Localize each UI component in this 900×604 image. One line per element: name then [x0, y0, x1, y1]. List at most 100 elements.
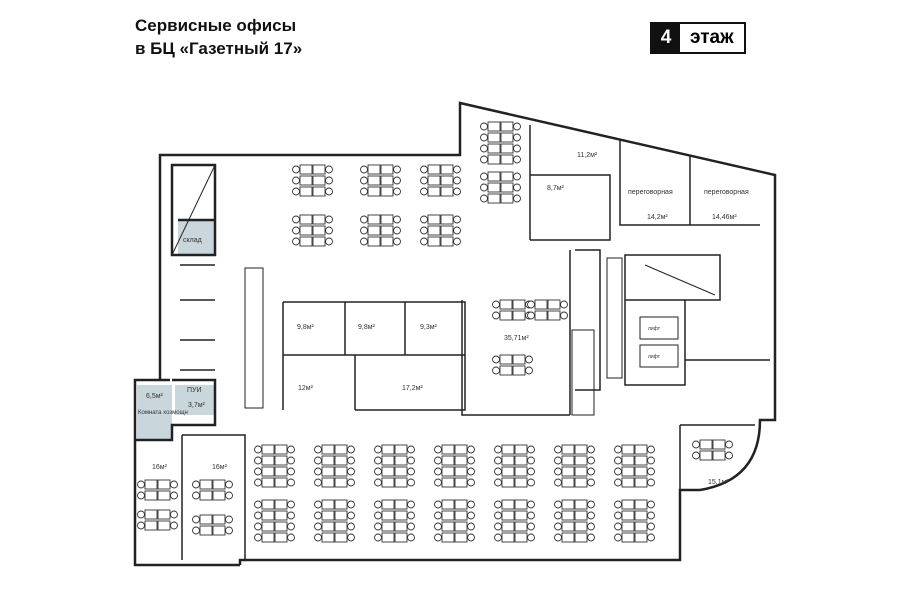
- chair: [374, 533, 382, 542]
- desk: [334, 477, 348, 488]
- chair: [434, 500, 442, 509]
- desk: [634, 521, 648, 532]
- desk: [500, 132, 514, 143]
- desk: [500, 193, 514, 204]
- chair: [393, 165, 401, 174]
- label-pui: ПУИ: [187, 387, 202, 394]
- chair: [254, 511, 262, 520]
- chair: [467, 456, 475, 465]
- desk: [547, 299, 561, 310]
- service-walls: [135, 378, 217, 442]
- desk: [487, 132, 501, 143]
- desk: [157, 479, 171, 490]
- desk: [514, 455, 528, 466]
- label-16-b: 16м²: [212, 464, 228, 471]
- chair: [170, 521, 178, 530]
- desk: [394, 521, 408, 532]
- chair: [292, 226, 300, 235]
- chair: [292, 165, 300, 174]
- desk: [561, 521, 575, 532]
- desk: [312, 214, 326, 225]
- chair: [494, 467, 502, 476]
- chair: [360, 176, 368, 185]
- desk: [634, 455, 648, 466]
- cleaning-room-fill: [137, 385, 172, 440]
- chair: [314, 445, 322, 454]
- desk: [441, 532, 455, 543]
- chair: [513, 133, 521, 142]
- desk: [574, 510, 588, 521]
- desk: [261, 444, 275, 455]
- kitchen-walls: [461, 249, 601, 416]
- desk: [499, 310, 513, 321]
- desk: [274, 444, 288, 455]
- desk: [394, 477, 408, 488]
- wc-walls: [180, 264, 215, 371]
- chair: [614, 456, 622, 465]
- chair: [725, 451, 733, 460]
- desk: [699, 439, 713, 450]
- desk: [574, 455, 588, 466]
- desk: [501, 444, 515, 455]
- chair: [513, 122, 521, 131]
- desk: [381, 499, 395, 510]
- chair: [192, 515, 200, 524]
- desk: [367, 214, 381, 225]
- chair: [325, 187, 333, 196]
- title-line-2: в БЦ «Газетный 17»: [135, 39, 303, 58]
- desk: [394, 532, 408, 543]
- chair: [374, 500, 382, 509]
- chair: [647, 467, 655, 476]
- desk: [501, 499, 515, 510]
- chair: [254, 445, 262, 454]
- chair: [527, 445, 535, 454]
- chair: [527, 311, 535, 320]
- desk: [561, 499, 575, 510]
- desk: [561, 455, 575, 466]
- chair: [554, 522, 562, 531]
- shaft-left: [244, 267, 264, 409]
- chair: [347, 511, 355, 520]
- desk: [381, 510, 395, 521]
- pui-room-fill: [175, 385, 215, 415]
- stair-rail: [171, 164, 216, 256]
- chair: [587, 467, 595, 476]
- desk: [441, 455, 455, 466]
- chair: [560, 300, 568, 309]
- desk: [212, 514, 226, 525]
- chair: [527, 300, 535, 309]
- chair: [647, 478, 655, 487]
- desk: [440, 164, 454, 175]
- label-9-3: 9,3м²: [420, 324, 438, 331]
- desk: [427, 236, 441, 247]
- chair: [374, 511, 382, 520]
- desk: [499, 365, 513, 376]
- chair: [287, 522, 295, 531]
- desk: [157, 509, 171, 520]
- chair: [494, 511, 502, 520]
- desk: [144, 479, 158, 490]
- desk: [487, 193, 501, 204]
- desk: [321, 499, 335, 510]
- chair: [393, 176, 401, 185]
- chair: [587, 478, 595, 487]
- chair: [453, 226, 461, 235]
- chair: [287, 533, 295, 542]
- desk: [454, 532, 468, 543]
- chair: [492, 300, 500, 309]
- chair: [434, 478, 442, 487]
- chair: [554, 456, 562, 465]
- chair: [525, 355, 533, 364]
- chair: [434, 456, 442, 465]
- chair: [614, 511, 622, 520]
- chair: [360, 165, 368, 174]
- desk: [574, 444, 588, 455]
- desk: [440, 186, 454, 197]
- desk: [261, 466, 275, 477]
- chair: [480, 133, 488, 142]
- desk: [574, 532, 588, 543]
- desk: [500, 171, 514, 182]
- desk: [487, 121, 501, 132]
- desk: [712, 439, 726, 450]
- chair: [407, 522, 415, 531]
